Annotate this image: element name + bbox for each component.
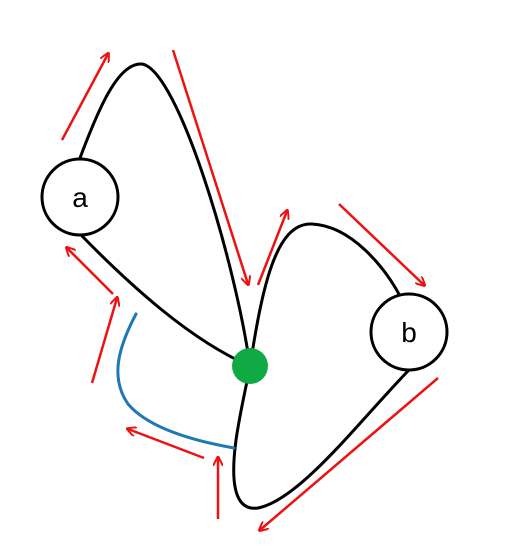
- arrow-detour-up: [90, 298, 117, 384]
- blue-detour-path: [116, 312, 236, 450]
- arrow-a-to-top: [60, 54, 108, 141]
- arrow-to-a: [67, 248, 114, 295]
- node-a-label: a: [72, 182, 88, 213]
- right-loop-upper-path: [248, 222, 402, 368]
- left-loop-lower-path: [80, 234, 252, 368]
- left-loop-upper-path: [78, 62, 252, 368]
- direction-arrows: [60, 49, 439, 530]
- node-b-circle: [369, 292, 449, 372]
- loop-paths: [78, 62, 411, 510]
- arrow-top-to-junction: [171, 49, 248, 284]
- node-b: b: [369, 292, 449, 372]
- arrow-toward-b: [338, 203, 424, 285]
- node-a-circle: [40, 157, 120, 237]
- right-loop-lower-path: [232, 364, 411, 510]
- arrow-junction-up-right: [256, 211, 287, 286]
- node-a: a: [40, 157, 120, 237]
- junction-node: [232, 348, 268, 384]
- arrow-detour-left: [128, 429, 205, 460]
- arrow-b-to-bottom: [260, 377, 439, 530]
- node-b-label: b: [401, 317, 417, 348]
